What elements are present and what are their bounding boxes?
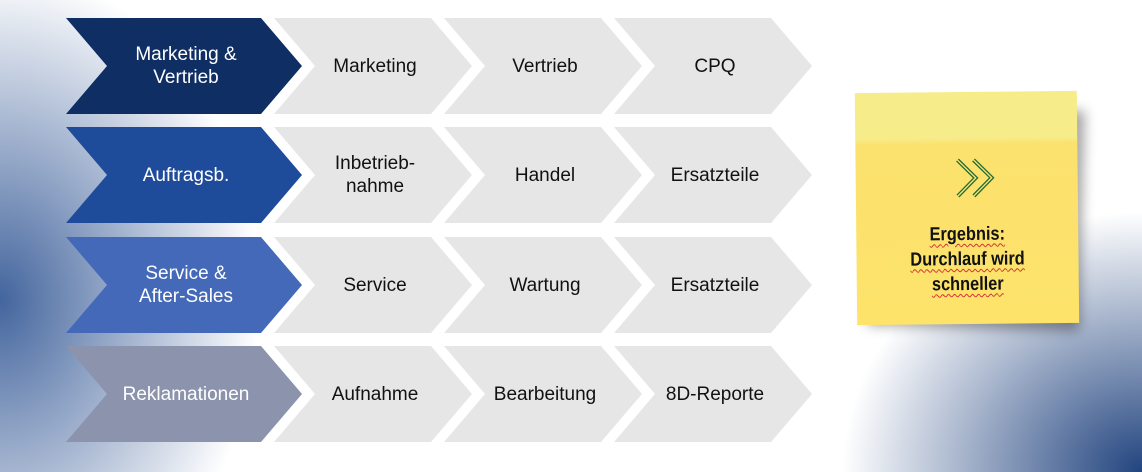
process-row-auftrag: Auftragsb. Inbetrieb- nahme Handel Ersat… — [66, 127, 826, 223]
step-label: Vertrieb — [512, 55, 578, 77]
step-label: Ersatzteile — [670, 274, 760, 296]
row-header-label: Marketing & Vertrieb — [135, 44, 237, 88]
step-chevron: Marketing — [274, 18, 472, 114]
result-line-2: Durchlauf wird — [910, 248, 1025, 271]
step-chevron: Inbetrieb- nahme — [274, 127, 472, 223]
result-line-3: schneller — [931, 273, 1004, 296]
step-label: Wartung — [509, 274, 581, 296]
step-label: Handel — [514, 164, 576, 186]
row-header-chevron: Auftragsb. — [66, 127, 302, 223]
row-header-chevron: Reklamationen — [66, 346, 302, 442]
result-text: Ergebnis: Durchlauf wird schneller — [872, 221, 1064, 298]
sticky-note: Ergebnis: Durchlauf wird schneller — [854, 90, 1085, 331]
step-chevron: Service — [274, 237, 472, 333]
step-chevron: Ersatzteile — [614, 127, 812, 223]
row-header-chevron: Marketing & Vertrieb — [66, 18, 302, 114]
row-header-label: Auftragsb. — [142, 164, 230, 186]
result-line-1: Ergebnis: — [929, 223, 1006, 246]
step-label: CPQ — [694, 55, 736, 77]
step-chevron: Bearbeitung — [444, 346, 642, 442]
step-label: 8D-Reporte — [665, 383, 765, 405]
step-chevron: Aufnahme — [274, 346, 472, 442]
step-chevron: 8D-Reporte — [614, 346, 812, 442]
sticky-note-paper: Ergebnis: Durchlauf wird schneller — [854, 90, 1080, 326]
step-label: Aufnahme — [331, 383, 419, 405]
process-row-reklamationen: Reklamationen Aufnahme Bearbeitung 8D-Re… — [66, 346, 826, 442]
step-label: Inbetrieb- nahme — [334, 153, 416, 197]
step-chevron: Ersatzteile — [614, 237, 812, 333]
step-label: Bearbeitung — [493, 383, 597, 405]
row-header-label: Service & After-Sales — [139, 263, 233, 307]
double-chevron-right-icon — [956, 158, 995, 198]
step-chevron: Vertrieb — [444, 18, 642, 114]
step-label: Marketing — [333, 55, 417, 77]
step-chevron: Handel — [444, 127, 642, 223]
step-label: Ersatzteile — [670, 164, 760, 186]
step-label: Service — [343, 274, 407, 296]
process-row-service: Service & After-Sales Service Wartung Er… — [66, 237, 826, 333]
step-chevron: Wartung — [444, 237, 642, 333]
row-header-label: Reklamationen — [122, 383, 250, 405]
row-header-chevron: Service & After-Sales — [66, 237, 302, 333]
step-chevron: CPQ — [614, 18, 812, 114]
process-row-marketing: Marketing & Vertrieb Marketing Vertrieb … — [66, 18, 826, 114]
